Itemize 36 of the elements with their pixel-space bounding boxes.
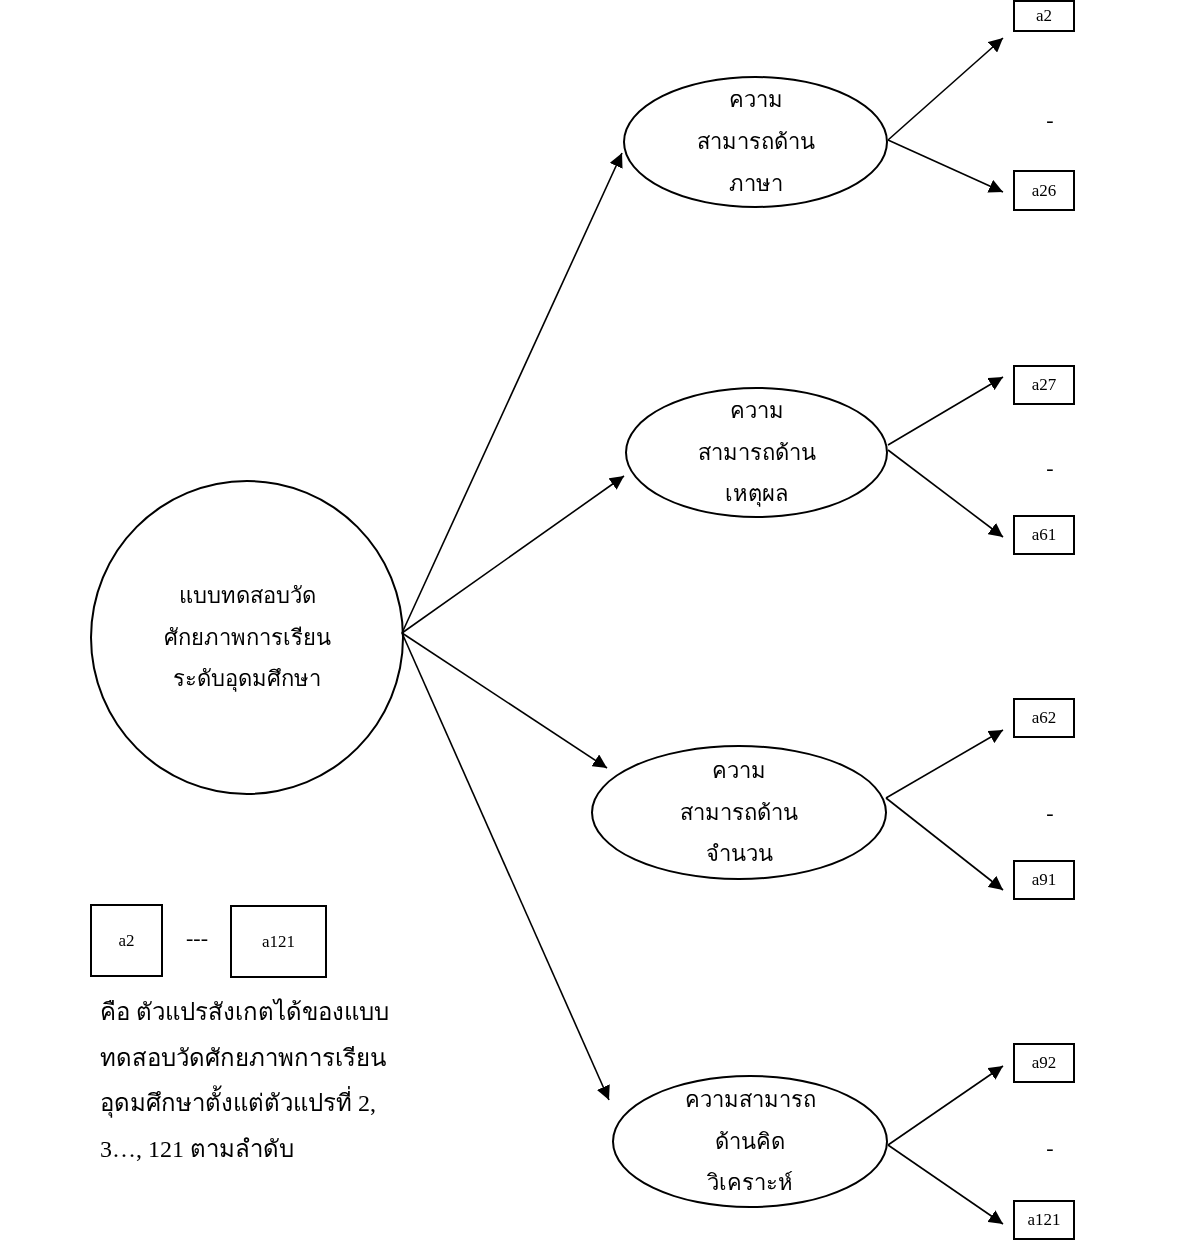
variable-box: a2 (1013, 0, 1075, 32)
legend-note: คือ ตัวแปรสังเกตได้ของแบบทดสอบวัดศักยภาพการเรียนอุดมศึกษาตั้งแต่ตัวแปรที่ 2, 3…, 121 ตามลำดับ (100, 997, 390, 1164)
node-label: ความสามารถด้านคิดวิเคราะห์ (683, 1085, 817, 1198)
arrow (887, 139, 1004, 193)
variable-box: a26 (1013, 170, 1075, 211)
node-label: ความสามารถด้านจำนวน (679, 756, 799, 869)
node-label: ความสามารถด้านเหตุผล (696, 396, 817, 509)
factor-circle (90, 480, 404, 795)
dash-label: - (1045, 107, 1055, 133)
arrow (887, 449, 1004, 538)
node-label: ความสามารถด้านภาษา (695, 86, 816, 198)
variable-box: a2 (90, 904, 163, 977)
variable-box: a92 (1013, 1043, 1075, 1083)
arrow (885, 729, 1004, 799)
factor-ellipse (625, 387, 888, 518)
arrow (887, 1144, 1004, 1225)
arrow (887, 1065, 1004, 1146)
variable-box: a61 (1013, 515, 1075, 555)
dash-label: - (1045, 1135, 1055, 1161)
factor-ellipse (591, 745, 887, 880)
dash-label: - (1045, 800, 1055, 826)
arrow (885, 797, 1004, 891)
arrow (887, 376, 1004, 446)
variable-box: a27 (1013, 365, 1075, 405)
node-label: แบบทดสอบวัดศักยภาพการเรียนระดับอุดมศึกษา (162, 581, 332, 694)
arrow (401, 632, 608, 769)
factor-ellipse (612, 1075, 888, 1208)
dash-label: - (1045, 455, 1055, 481)
variable-box: a121 (230, 905, 327, 978)
factor-ellipse (623, 76, 888, 208)
arrow (401, 475, 625, 634)
ellipsis-label: --- (185, 925, 209, 951)
arrow (887, 37, 1004, 141)
variable-box: a62 (1013, 698, 1075, 738)
variable-box: a91 (1013, 860, 1075, 900)
variable-box: a121 (1013, 1200, 1075, 1240)
